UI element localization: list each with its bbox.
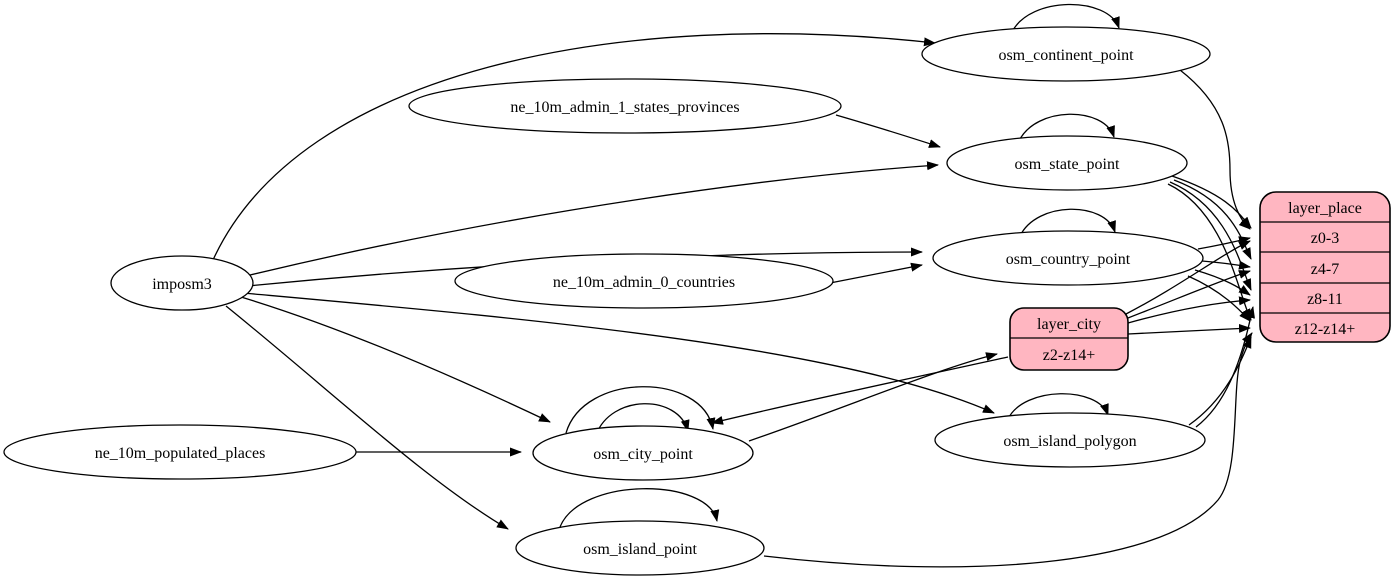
record-layer-place: layer_place z0-3 z4-7 z8-11 z12-z14+ — [1259, 191, 1391, 343]
edge-imposm3-to-osm-state-point — [245, 161, 939, 277]
edge-osm-continent-point-to-layer-place-z0-3 — [1179, 69, 1251, 230]
osm-island-polygon-shape — [934, 412, 1206, 468]
node-osm-island-polygon: osm_island_polygon — [934, 412, 1206, 468]
edge-ne-10m-admin-1-to-osm-state-point — [835, 114, 941, 148]
edge-imposm3-to-osm-island-polygon — [242, 292, 995, 414]
osm-country-point-shape — [932, 230, 1204, 286]
edge-osm-island-point-to-layer-place-z12-z14 — [763, 332, 1253, 568]
edge-ne-10m-admin-0-to-osm-country-point — [829, 262, 923, 284]
edge-layer-city-to-layer-place-z12-z14 — [1127, 323, 1251, 335]
selfloop-osm-country-point — [1019, 208, 1116, 237]
edge-layer-city-to-osm-city-point — [711, 356, 1009, 425]
layer-place-shape — [1259, 191, 1391, 343]
node-osm-country-point: osm_country_point — [932, 230, 1204, 286]
selfloop-osm-continent-point — [1011, 3, 1120, 33]
layer-city-shape — [1009, 307, 1129, 371]
selfloop-inner-osm-city-point — [595, 403, 690, 436]
edge-imposm3-to-osm-continent-point — [212, 33, 936, 261]
selfloop-osm-state-point — [1018, 113, 1115, 142]
edge-osm-island-polygon-to-layer-place-z8-11 — [1195, 306, 1255, 428]
osm-island-polygon-label: osm_island_polygon — [1003, 433, 1136, 450]
edge-osm-country-point-to-layer-place-z4-7 — [1201, 260, 1251, 270]
layer-place-title: layer_place — [1288, 200, 1362, 217]
edge-layer-city-to-layer-place-z8-11 — [1127, 296, 1251, 324]
osm-state-point-label: osm_state_point — [1015, 156, 1120, 173]
edge-layer — [212, 3, 1255, 568]
ne-10m-admin-0-shape — [454, 253, 834, 309]
osm-continent-point-label: osm_continent_point — [998, 47, 1134, 64]
edge-osm-country-point-to-layer-place-z0-3 — [1197, 236, 1251, 250]
layer-city-title: layer_city — [1037, 316, 1101, 333]
edge-osm-state-point-to-layer-place-z8-11 — [1169, 181, 1252, 291]
osm-continent-point-shape — [921, 26, 1211, 82]
node-osm-continent-point: osm_continent_point — [921, 26, 1211, 82]
ne-10m-admin-1-shape — [408, 78, 842, 134]
osm-city-point-label: osm_city_point — [593, 446, 693, 463]
osm-state-point-shape — [946, 135, 1188, 191]
record-layer-city: layer_city z2-z14+ — [1009, 307, 1129, 371]
osm-island-point-label: osm_island_point — [583, 541, 697, 558]
node-layer: imposm3 ne_10m_admin_1_states_provinces … — [3, 26, 1391, 576]
layer-place-row-z8-11: z8-11 — [1307, 291, 1343, 308]
node-ne-10m-admin-1-states-provinces: ne_10m_admin_1_states_provinces — [408, 78, 842, 134]
ne-10m-populated-places-label: ne_10m_populated_places — [95, 445, 266, 462]
edge-osm-city-point-to-layer-city-z2-z14 — [748, 352, 998, 442]
selfloop-osm-island-polygon — [1007, 393, 1109, 420]
imposm3-label: imposm3 — [152, 276, 212, 293]
ne-10m-admin-1-label: ne_10m_admin_1_states_provinces — [510, 99, 739, 116]
edge-osm-island-polygon-to-layer-place-z12-z14 — [1188, 336, 1252, 426]
edge-layer-city-to-layer-place-z4-7 — [1127, 270, 1251, 319]
edge-imposm3-to-osm-island-point — [225, 305, 509, 530]
edge-osm-state-point-to-layer-place-z4-7 — [1173, 179, 1252, 260]
edge-osm-state-point-to-layer-place-z0-3 — [1171, 175, 1252, 229]
ne-10m-populated-places-shape — [3, 424, 357, 480]
layer-place-row-z0-3: z0-3 — [1311, 230, 1339, 247]
node-osm-city-point: osm_city_point — [532, 425, 754, 481]
edge-imposm3-to-osm-city-point — [240, 296, 551, 423]
imposm3-shape — [110, 255, 254, 311]
ne-10m-admin-0-label: ne_10m_admin_0_countries — [553, 274, 735, 291]
osm-island-point-shape — [515, 520, 765, 576]
layer-place-row-z12-z14: z12-z14+ — [1295, 321, 1356, 338]
edge-layer-city-to-layer-place-z0-3 — [1125, 240, 1251, 315]
selfloop-osm-island-point — [559, 488, 720, 528]
node-osm-state-point: osm_state_point — [946, 135, 1188, 191]
node-osm-island-point: osm_island_point — [515, 520, 765, 576]
selfloop-outer-osm-city-point — [565, 386, 716, 434]
node-ne-10m-populated-places: ne_10m_populated_places — [3, 424, 357, 480]
osm-country-point-label: osm_country_point — [1006, 251, 1131, 268]
layer-place-row-z4-7: z4-7 — [1311, 261, 1339, 278]
osm-city-point-shape — [532, 425, 754, 481]
node-imposm3: imposm3 — [110, 255, 254, 311]
edge-osm-country-point-to-layer-place-z8-11 — [1194, 269, 1251, 296]
node-ne-10m-admin-0-countries: ne_10m_admin_0_countries — [454, 253, 834, 309]
layer-city-row-z2-z14: z2-z14+ — [1043, 347, 1096, 364]
